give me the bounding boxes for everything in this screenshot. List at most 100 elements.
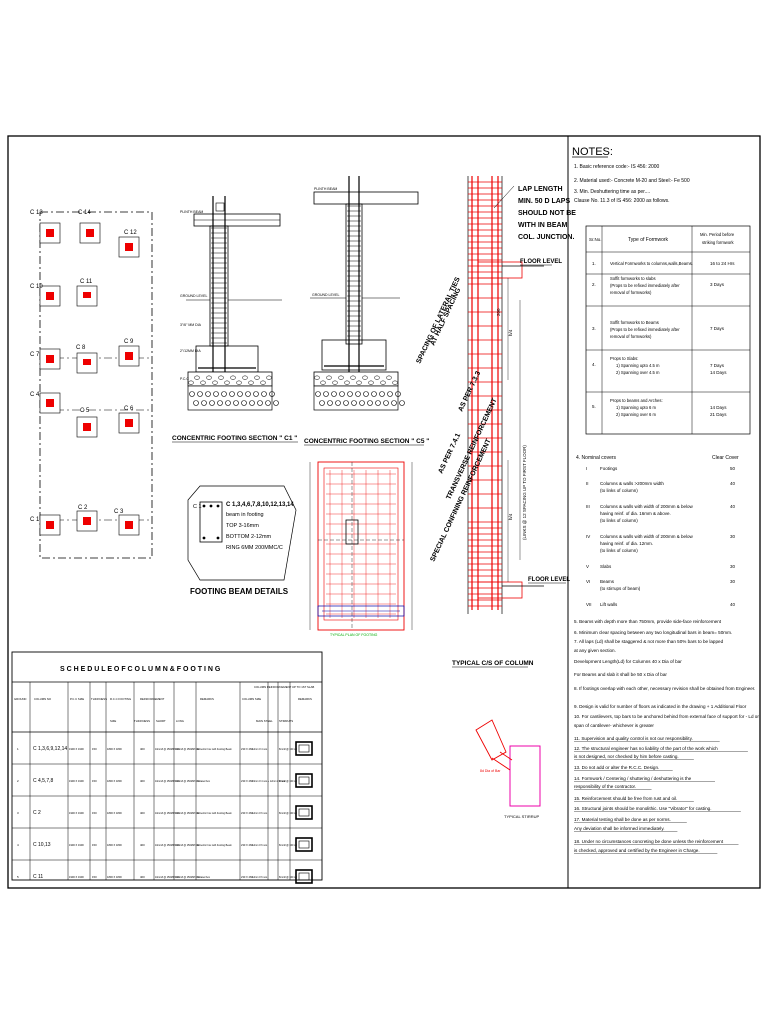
row-col-size: 230 X 460 (241, 875, 253, 879)
row-short: 10mm# @ 150MM C/C (155, 812, 180, 815)
col-label-c12: C 12 (124, 230, 137, 236)
c1-ground-label: GROUND LEVEL (180, 294, 207, 298)
row-thickness: 150 (92, 875, 97, 879)
footing-section-c5: PLINTH BEAM GROUND LEVEL CONCENTRIC FOOT… (304, 176, 429, 446)
row-short: 10mm# @ 150MM C/C (155, 748, 180, 751)
row-no: 4 (17, 843, 19, 847)
column-section-icon (295, 773, 313, 788)
formwork-type: Props to beams and Arches: (610, 398, 663, 403)
row-main-steel: 12mm # 6 nos (252, 844, 268, 847)
plan-column (46, 292, 54, 300)
cover-text: (to links of column) (600, 548, 638, 553)
column-section-icon (295, 805, 313, 820)
plan-column (46, 229, 54, 237)
row-thickness: 150 (92, 779, 97, 783)
col-label-c13: C 13 (30, 210, 43, 216)
cover-index: I (586, 466, 587, 471)
row-pcc: 1900 X 1900 (69, 811, 84, 815)
cover-value: 40 (730, 602, 736, 607)
schedule-subheader: SIZE (110, 719, 116, 723)
row-main-steel: 12mm # 4 nos (252, 748, 268, 751)
row-long: 10mm# @ 150MM C/C (175, 812, 200, 815)
general-note: 13. Do not add or alter the R.C.C. Desig… (574, 765, 659, 770)
c5-ground-label: GROUND LEVEL (312, 293, 339, 297)
note-intro-3: Clause No. 11.3 of IS 456: 2000 as follo… (574, 198, 670, 204)
col-label-c10: C 10 (30, 284, 43, 290)
row-stirrups: 8mm# @ 100 c/c (279, 844, 298, 847)
plan-column (125, 419, 133, 427)
notes-panel: NOTES: 1. Basic reference code:- IS 456:… (572, 146, 759, 854)
cover-index: IV (586, 534, 590, 539)
row-col-size: 230 X 460 (241, 811, 253, 815)
row-short: 10mm# @ 150MM C/C (155, 844, 180, 847)
row-main-steel: 12mm # 6 nos (252, 876, 268, 879)
col-spacing-note: (LINKS @ 12 SPACING UP TO FIRST FLOOR) (522, 445, 527, 540)
cover-value: 30 (730, 534, 736, 539)
c1-title: CONCENTRIC FOOTING SECTION " C1 " (172, 435, 297, 442)
col-label-c4: C 4 (30, 392, 40, 398)
sheet-border (7, 135, 761, 889)
schedule-header: COLUMN SIZE (242, 697, 261, 701)
cover-text: (to links of column) (600, 518, 638, 523)
plan-column (46, 521, 54, 529)
row-short: 10mm# @ 150MM C/C (155, 876, 180, 879)
row-remarks: Eccentric box with Footing Beam (197, 844, 232, 847)
general-note: is checked, approved and certified by th… (574, 848, 700, 853)
schedule-header: GROUND (14, 697, 26, 701)
row-thickness2: 400 (140, 843, 145, 847)
col-label-c1: C 1 (30, 517, 40, 523)
plan-column (83, 517, 91, 525)
lap-note-4: COL. JUNCTION. (518, 234, 574, 241)
typical-stirrup: 8d Dia of Bar TYPICAL STIRRUP (475, 719, 541, 819)
lap-note-2: SHOULD NOT BE (518, 210, 576, 217)
stirrup-note: 8d Dia of Bar (480, 769, 501, 773)
row-size: 1800 X 1800 (107, 875, 122, 879)
row-thickness: 150 (92, 747, 97, 751)
formwork-no: 4. (592, 362, 596, 367)
fb-line-3: BOTTOM 2-12mm (226, 534, 272, 540)
schedule-subheader: STIRRUPS (279, 719, 293, 723)
general-note: Any deviation shall be informed immediat… (574, 826, 665, 831)
cover-value: 40 (730, 481, 736, 486)
col-label-c2: C 2 (78, 505, 88, 511)
row-column: C 1,3,6,9,12,14 (33, 746, 67, 752)
row-no: 1 (17, 747, 19, 751)
c1-plinth-label: PLINTH BEAM (180, 210, 203, 214)
general-note: at any given section. (574, 648, 616, 653)
formwork-period: 3 Days (710, 282, 725, 287)
fp-caption: TYPICAL PLAN OF FOOTING (330, 633, 378, 637)
c5-title: CONCENTRIC FOOTING SECTION " C5 " (304, 438, 429, 445)
formwork-header: Sr.No. (589, 237, 602, 242)
formwork-period: 14 Days (710, 405, 727, 410)
col-label-c6: C 6 (124, 406, 134, 412)
col-label-c5: C 5 (80, 408, 90, 414)
floor-level-top: FLOOR LEVEL (520, 259, 562, 265)
cover-text: Slabs (600, 564, 612, 569)
plan-column (125, 521, 133, 529)
stirrup-caption: TYPICAL STIRRUP (504, 814, 540, 819)
lap-note-3: WITH IN BEAM (518, 222, 568, 229)
row-pcc: 1900 X 1900 (69, 747, 84, 751)
column-section: h/4 h/4 200 (LINKS @ 12 SPACING UP TO FI… (415, 176, 576, 668)
general-note: 9. Design is valid for number of floors … (574, 704, 747, 709)
row-pcc: 1900 X 1900 (69, 875, 84, 879)
row-col-size: 230 X 460 (241, 843, 253, 847)
general-note: is not designed, nor checked by him befo… (574, 754, 679, 759)
row-size: 1800 X 1800 (107, 843, 122, 847)
schedule-header: THICKNESS (91, 697, 107, 701)
cover-index: VII (586, 602, 592, 607)
plan-column (83, 423, 91, 431)
general-note: 7. All laps (Ld) shall be staggered & no… (574, 639, 724, 644)
general-note: For Beams and slab it shall be 50 x Dia … (574, 672, 667, 677)
col-label-c9: C 9 (124, 339, 134, 345)
formwork-period: 7 Days (710, 363, 725, 368)
row-remarks: Eccentric box with Footing Beam (197, 812, 232, 815)
cover-text: Beams (600, 579, 615, 584)
general-notes: 5. Beams with depth more than 750mm, pro… (574, 619, 759, 854)
formwork-type: Soffit formworks to slabs (610, 276, 656, 281)
col-label-c7: C 7 (30, 352, 40, 358)
col-label-c14: C 14 (78, 210, 91, 216)
fb-line-2: TOP 3-16mm (226, 523, 259, 529)
